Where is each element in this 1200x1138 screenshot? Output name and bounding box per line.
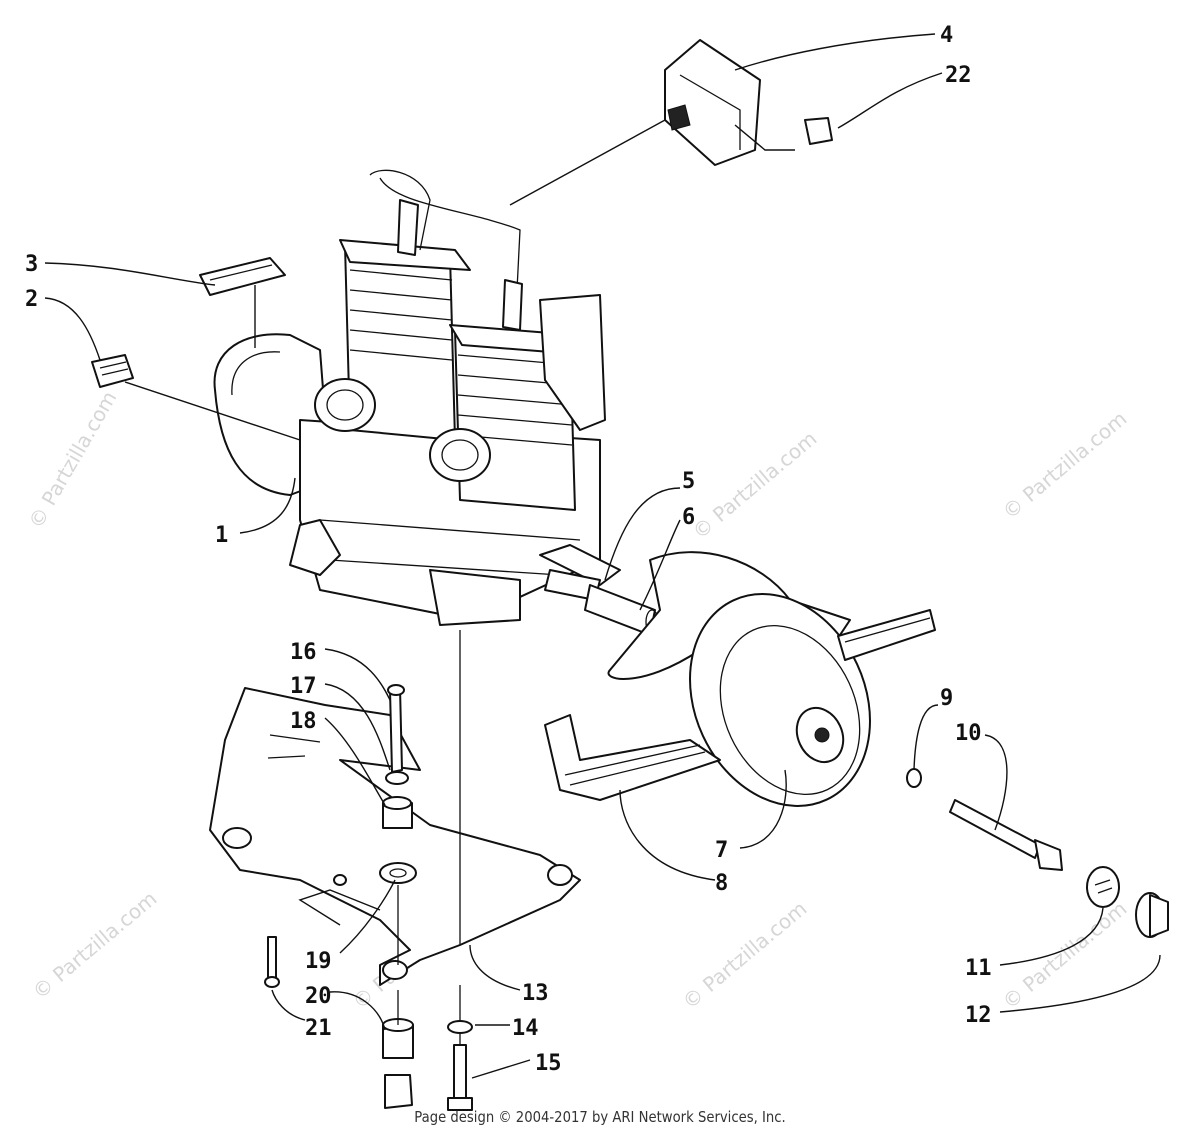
callout-labels: 1 2 3 4 5 6 7 8 9 10 11 12 13 14 15 16 1… bbox=[25, 23, 992, 1076]
callout-5: 5 bbox=[682, 469, 695, 494]
watermark-left: © Partzilla.com bbox=[24, 387, 122, 533]
callout-11: 11 bbox=[965, 956, 992, 981]
callout-21: 21 bbox=[305, 1016, 332, 1041]
callout-13: 13 bbox=[522, 981, 549, 1006]
watermark-bottom-mid: © Partzilla.com bbox=[678, 896, 812, 1014]
watermark-bottom-right: © Partzilla.com bbox=[998, 896, 1132, 1014]
callout-19: 19 bbox=[305, 949, 332, 974]
callout-8: 8 bbox=[715, 871, 728, 896]
cover-4 bbox=[664, 39, 761, 166]
watermark-bottom-left: © Partzilla.com bbox=[28, 886, 162, 1004]
clutch-assembly bbox=[544, 551, 936, 807]
watermark-right: © Partzilla.com bbox=[998, 406, 1132, 524]
engine-drawing bbox=[213, 169, 621, 626]
washer-14 bbox=[447, 1020, 473, 1034]
washer-17 bbox=[385, 771, 409, 785]
callout-9: 9 bbox=[940, 686, 953, 711]
grommet-19 bbox=[379, 862, 417, 884]
mounting-plate-13 bbox=[209, 687, 581, 986]
bolt-16 bbox=[389, 687, 403, 773]
callout-17: 17 bbox=[290, 674, 317, 699]
callout-16: 16 bbox=[290, 640, 317, 665]
callout-6: 6 bbox=[682, 505, 695, 530]
callout-10: 10 bbox=[955, 721, 982, 746]
callout-14: 14 bbox=[512, 1016, 539, 1041]
callout-20: 20 bbox=[305, 984, 332, 1009]
leader-lines bbox=[44, 33, 1161, 1079]
watermark-center: © Partzilla.com bbox=[688, 426, 822, 544]
washer-11 bbox=[1086, 866, 1120, 908]
callout-12: 12 bbox=[965, 1003, 992, 1028]
callout-15: 15 bbox=[535, 1051, 562, 1076]
copyright-footer: Page design © 2004-2017 by ARI Network S… bbox=[414, 1108, 786, 1126]
callout-22: 22 bbox=[945, 63, 972, 88]
bolt-15 bbox=[453, 1044, 467, 1101]
decal-3 bbox=[199, 257, 286, 296]
callout-3: 3 bbox=[25, 252, 38, 277]
clip-22 bbox=[804, 117, 833, 145]
callout-4: 4 bbox=[940, 23, 953, 48]
callout-1: 1 bbox=[215, 523, 228, 548]
callout-2: 2 bbox=[25, 287, 38, 312]
callout-18: 18 bbox=[290, 709, 317, 734]
callout-7: 7 bbox=[715, 838, 728, 863]
washer-9 bbox=[906, 768, 922, 788]
